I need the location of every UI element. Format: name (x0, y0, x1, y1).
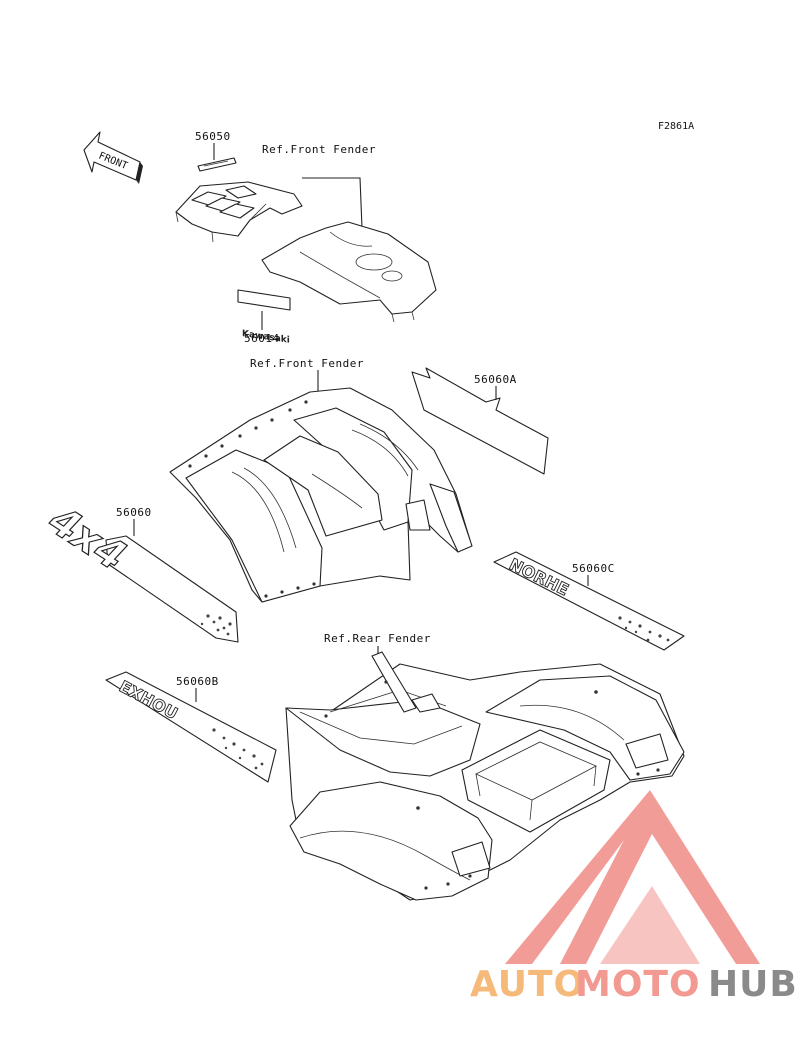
decal-56060-4x4: 4x4 (36, 498, 239, 643)
callout-56060A: 56060A (474, 373, 517, 386)
figure-code: F2861A (658, 121, 694, 132)
rear-fender-assembly (285, 651, 685, 901)
decal-56050 (197, 157, 237, 172)
front-fender-top-panel (261, 221, 437, 323)
automotohub-logo-icon (505, 790, 760, 964)
watermark-hub: HUB (708, 964, 798, 1005)
decal-56060A (411, 367, 549, 475)
watermark-auto: AUTO (470, 964, 585, 1005)
callout-56050: 56050 (195, 130, 231, 143)
callout-56060C: 56060C (572, 562, 615, 575)
front-rack-cover (175, 181, 303, 243)
ref-front-fender-2: Ref.Front Fender (250, 357, 364, 370)
callout-56060: 56060 (116, 506, 152, 519)
decal-56060B: EXHOU (105, 671, 277, 783)
watermark-moto: MOTO (575, 964, 701, 1005)
ref-front-fender-1: Ref.Front Fender (262, 143, 376, 156)
decal-c-text: NORHE (506, 555, 572, 600)
automotohub-watermark: AUTO MOTO HUB (470, 964, 798, 1005)
ref-rear-fender: Ref.Rear Fender (324, 632, 431, 645)
front-arrow-icon: FRONT (83, 131, 143, 184)
decal-56014-kawasaki: Kawasaki (237, 289, 291, 346)
front-fender-assembly (169, 387, 473, 603)
callout-56060B: 56060B (176, 675, 219, 688)
callout-56014: 56014 (244, 332, 280, 345)
